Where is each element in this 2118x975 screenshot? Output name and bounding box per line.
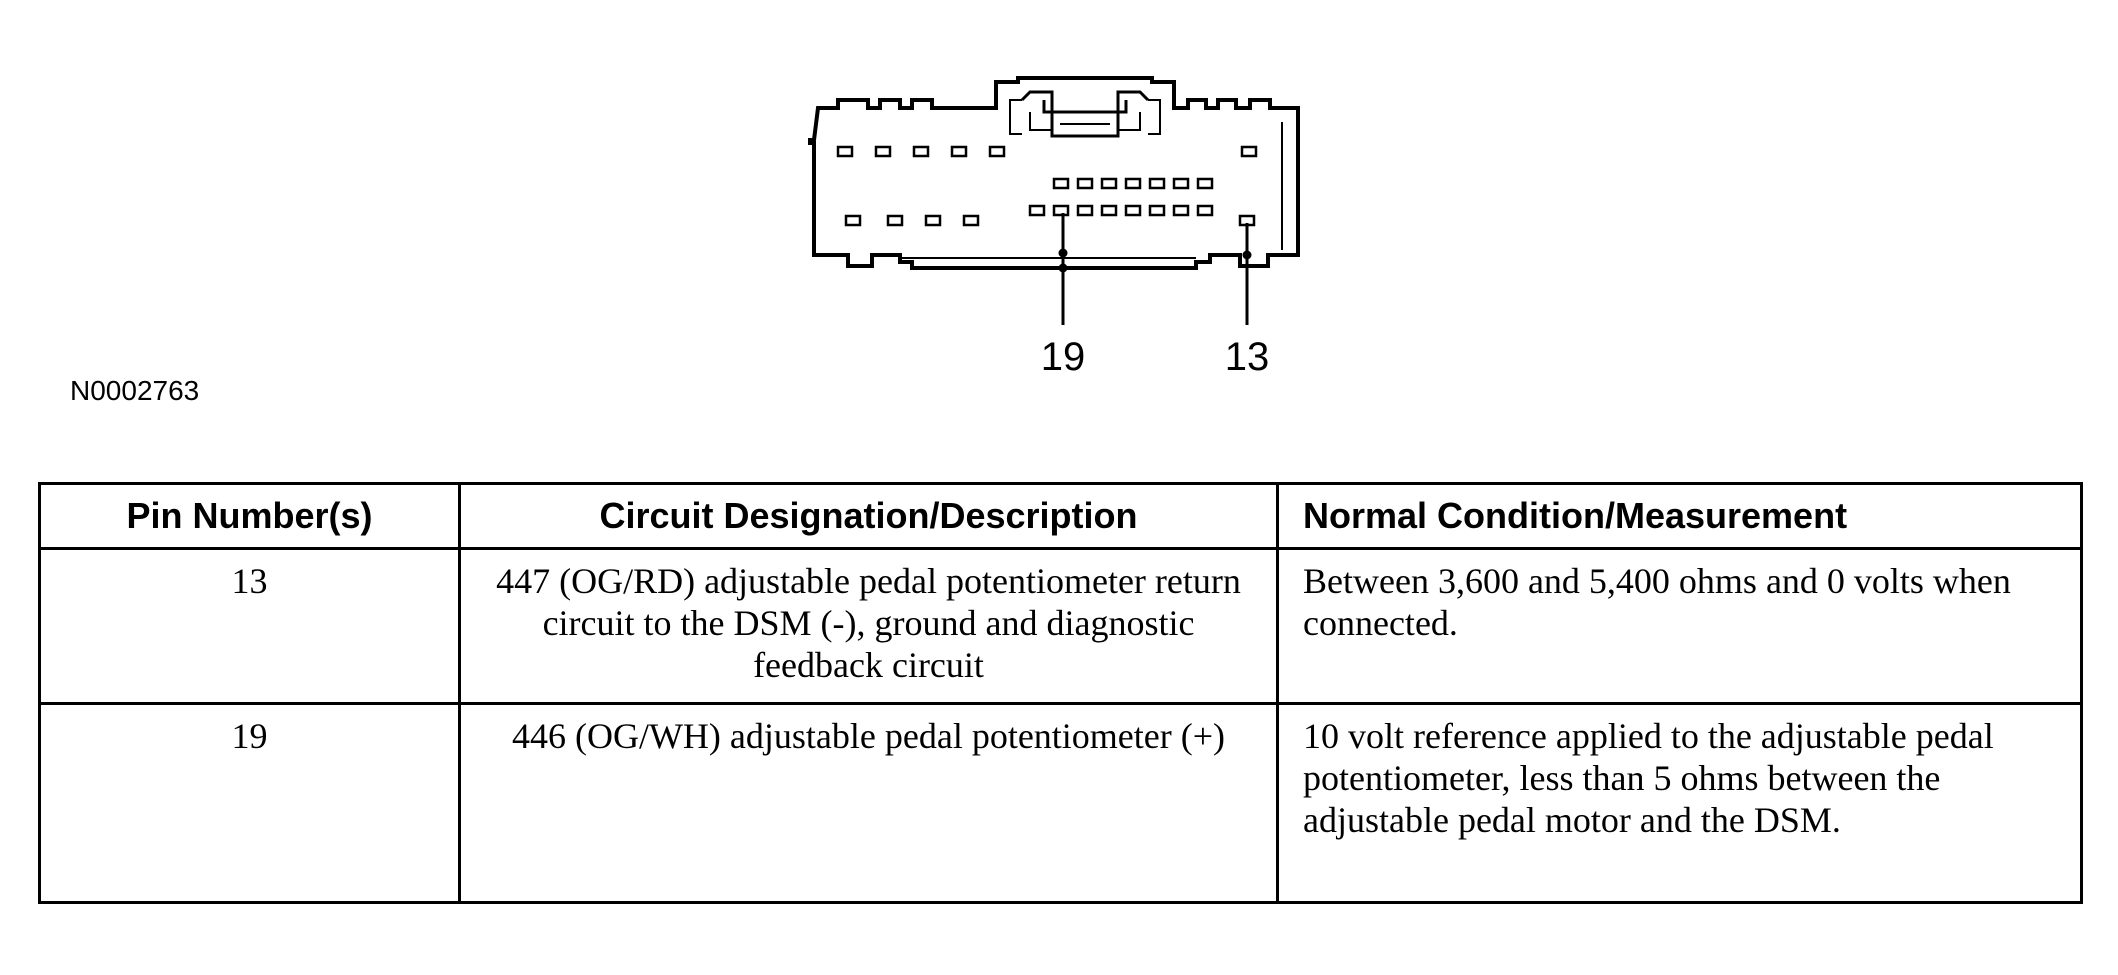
cell-pin: 13 — [38, 547, 461, 705]
connector-outline — [808, 76, 1300, 270]
connector-diagram: 19 13 — [808, 76, 1300, 379]
pin-cavities — [836, 145, 1258, 227]
header-circuit-description: Circuit Designation/Description — [458, 482, 1279, 550]
header-normal-condition: Normal Condition/Measurement — [1276, 482, 2083, 550]
callout-pin-13: 13 — [1225, 335, 1270, 379]
pin-table: Pin Number(s) Circuit Designation/Descri… — [38, 482, 2083, 904]
table-row: 19 446 (OG/WH) adjustable pedal potentio… — [38, 702, 2083, 904]
cell-condition: 10 volt reference applied to the adjusta… — [1276, 702, 2083, 904]
cell-condition: Between 3,600 and 5,400 ohms and 0 volts… — [1276, 547, 2083, 705]
table-row: 13 447 (OG/RD) adjustable pedal potentio… — [38, 547, 2083, 705]
callout-pin-19: 19 — [1041, 335, 1086, 379]
figure-id: N0002763 — [70, 375, 200, 406]
header-pin-numbers: Pin Number(s) — [38, 482, 461, 550]
cell-pin: 19 — [38, 702, 461, 904]
cell-circuit: 447 (OG/RD) adjustable pedal potentiomet… — [458, 547, 1279, 705]
callout-leaders — [1058, 213, 1252, 325]
table-header-row: Pin Number(s) Circuit Designation/Descri… — [38, 482, 2083, 550]
cell-circuit: 446 (OG/WH) adjustable pedal potentiomet… — [458, 702, 1279, 904]
